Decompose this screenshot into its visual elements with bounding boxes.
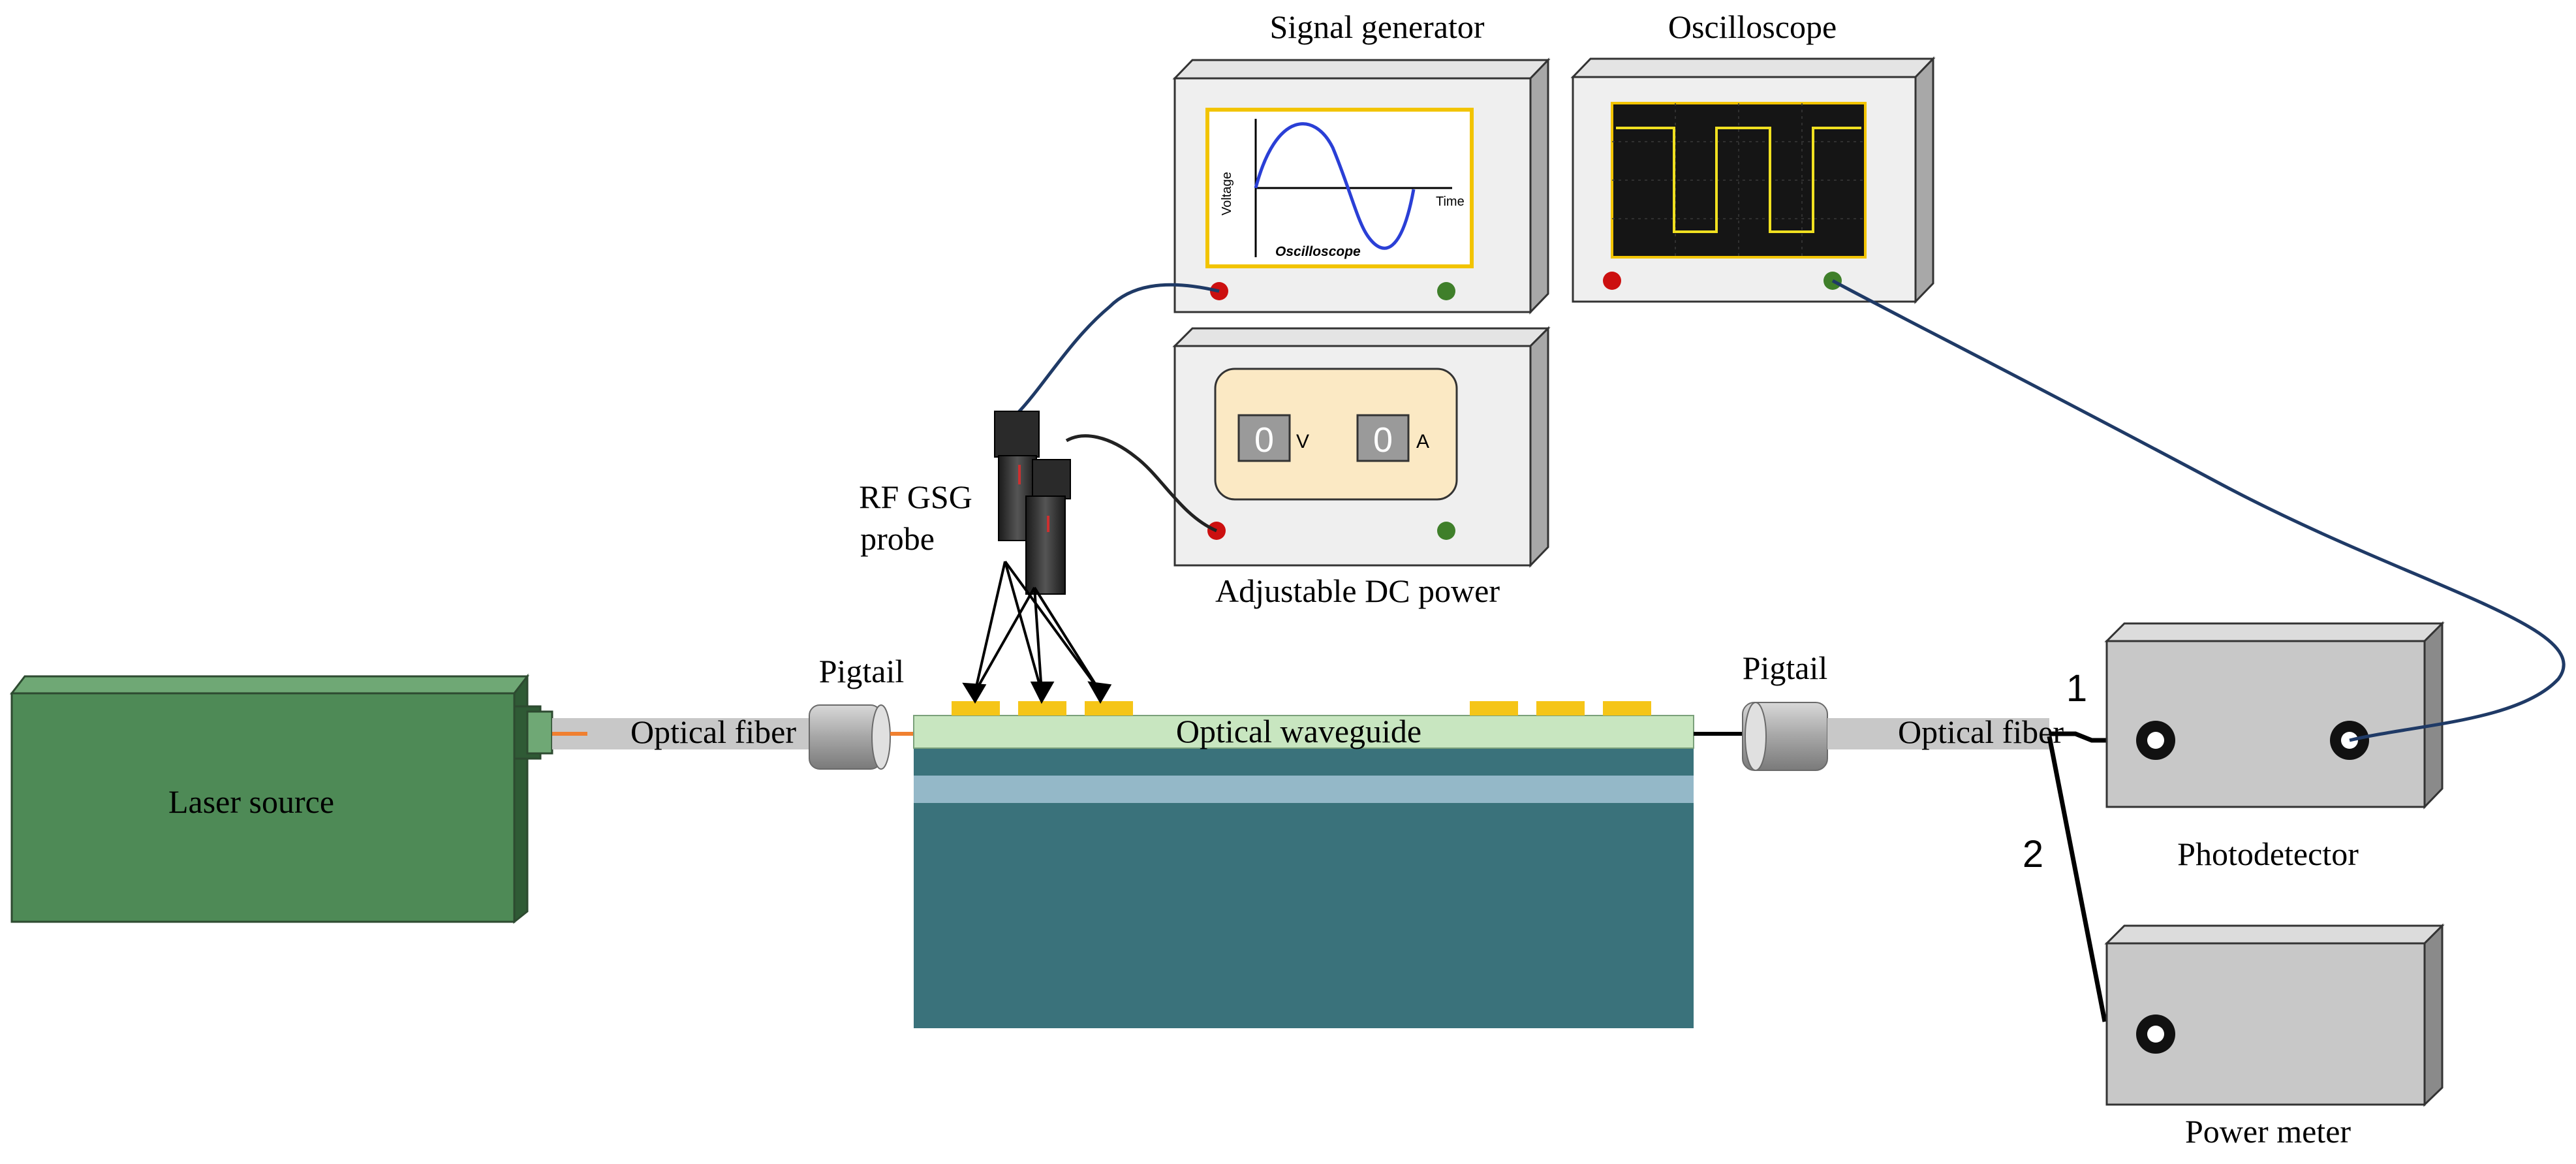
- signal-generator-ground-port-icon[interactable]: [1437, 282, 1455, 300]
- rf-probe-label-line2: probe: [860, 520, 935, 557]
- oscilloscope-port-red-icon[interactable]: [1603, 272, 1621, 290]
- rf-gsg-probe: RF GSG probe: [859, 411, 1112, 704]
- cable-oscilloscope-to-photodetector: [1831, 279, 2566, 742]
- electrode-ground-right: [1085, 701, 1133, 716]
- photodetector-label: Photodetector: [2177, 836, 2359, 872]
- sine-wave-icon: [1254, 122, 1416, 250]
- electrode-ground-left: [952, 701, 1000, 716]
- electrode-pad-3: [1603, 701, 1651, 716]
- sg-screen-x-axis: Time: [1436, 195, 1465, 209]
- dc-power-ground-port-icon[interactable]: [1437, 522, 1455, 540]
- photodetector: Photodetector: [2104, 621, 2445, 872]
- pigtail-left: Pigtail: [809, 653, 914, 770]
- optical-fiber-left: Optical fiber: [552, 714, 833, 750]
- cables: [1017, 279, 2566, 742]
- pigtail-right-label: Pigtail: [1743, 650, 1828, 686]
- optical-fiber-right-label: Optical fiber: [1898, 714, 2064, 750]
- waveguide-chip: Optical waveguide: [913, 701, 1694, 1028]
- square-wave-icon: [1616, 127, 1861, 233]
- voltage-display: [1237, 414, 1291, 462]
- power-meter: Power meter: [2104, 923, 2445, 1150]
- oscilloscope: Oscilloscope: [1570, 8, 1936, 304]
- sg-screen-y-axis: Voltage: [1220, 172, 1234, 215]
- voltage-unit: V: [1296, 431, 1309, 452]
- path-2-label: 2: [2023, 833, 2043, 875]
- voltage-value: 0: [1254, 420, 1274, 460]
- power-meter-label: Power meter: [2185, 1113, 2351, 1150]
- laser-source-label: Laser source: [168, 783, 334, 820]
- cable-signal-generator-to-probe: [1017, 283, 1220, 414]
- signal-generator: Voltage Time Oscilloscope Signal generat…: [1172, 8, 1551, 315]
- rf-probe-label-line1: RF GSG: [859, 479, 972, 515]
- path-1-label: 1: [2066, 667, 2087, 710]
- optical-fiber-right: Optical fiber: [1827, 714, 2064, 750]
- electrode-pad-2: [1536, 701, 1585, 716]
- laser-source: Laser source: [9, 673, 553, 924]
- current-value: 0: [1373, 420, 1393, 460]
- signal-generator-label: Signal generator: [1269, 8, 1484, 45]
- current-display: [1356, 414, 1410, 462]
- sg-screen-caption: Oscilloscope: [1275, 244, 1361, 259]
- optical-fiber-left-label: Optical fiber: [630, 714, 796, 750]
- current-unit: A: [1416, 431, 1429, 452]
- dc-power-supply: 0 V 0 A Adjustable DC power: [1172, 326, 1551, 609]
- dc-power-label: Adjustable DC power: [1215, 573, 1500, 609]
- optical-waveguide-label: Optical waveguide: [1176, 713, 1421, 749]
- oscilloscope-label: Oscilloscope: [1668, 8, 1837, 45]
- pigtail-left-label: Pigtail: [819, 653, 905, 689]
- electrode-pad-1: [1470, 701, 1518, 716]
- electrode-signal: [1018, 701, 1066, 716]
- cable-dc-power-to-probe: [1065, 434, 1217, 533]
- pigtail-right: Pigtail: [1742, 650, 1828, 771]
